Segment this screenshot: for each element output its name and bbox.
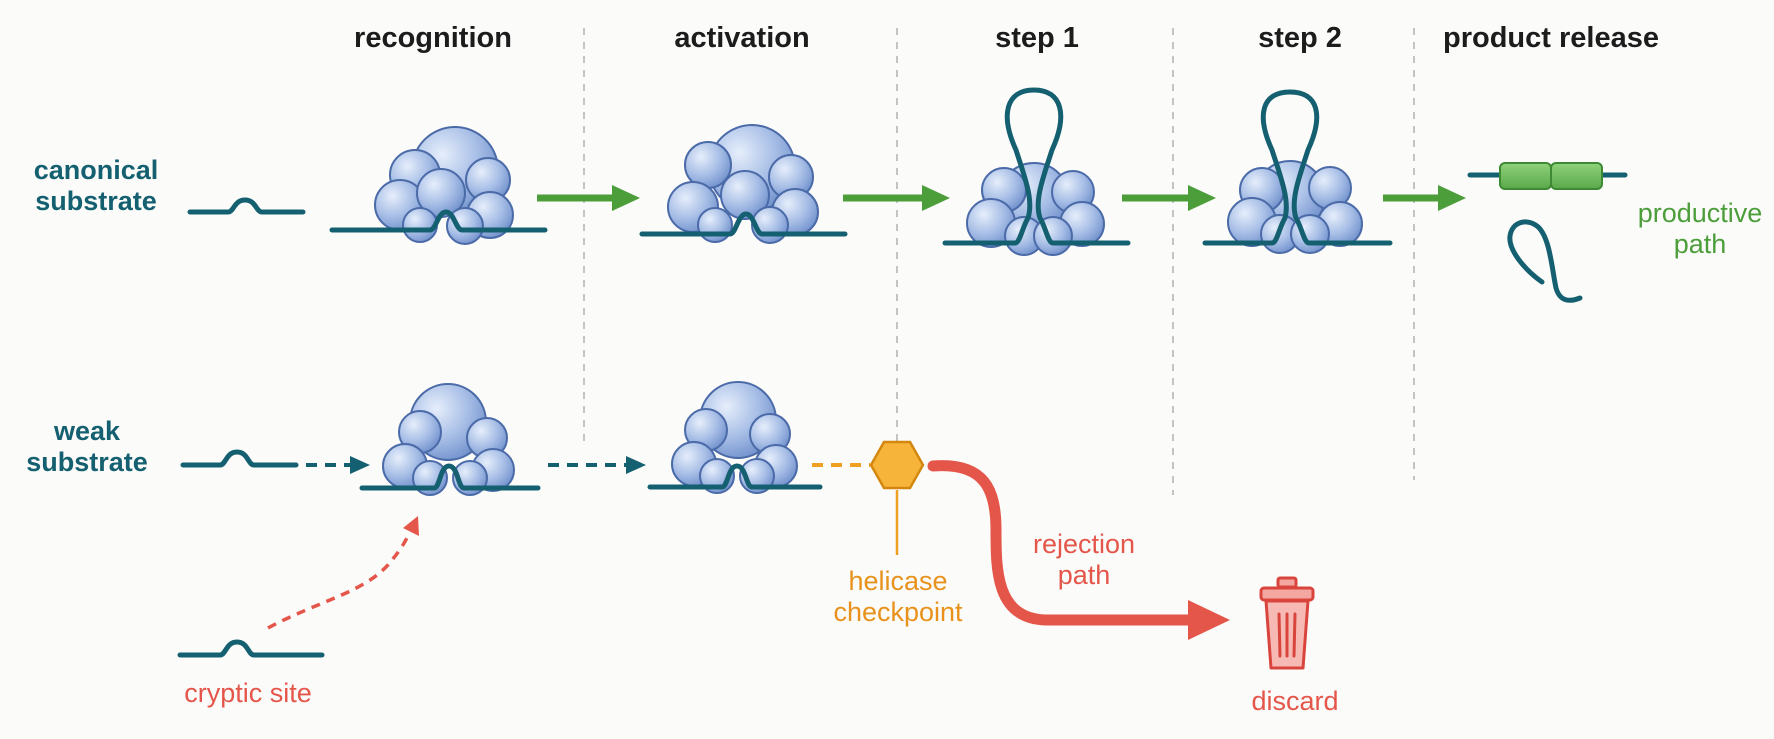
stage-header-step-2: step 2 [1258, 22, 1342, 54]
step1-rna-lariat [942, 87, 1131, 246]
weak-activation-rna [647, 463, 823, 490]
cryptic-arrowhead [403, 516, 419, 536]
recognition-complex [374, 126, 514, 245]
row-label-canonical: canonical substrate [33, 155, 159, 217]
stage-header-product-release: product release [1443, 22, 1659, 54]
productive-path-label: productive path [1637, 198, 1763, 260]
rejection-path-label: rejection path [1032, 529, 1136, 591]
exon-1 [1499, 162, 1552, 190]
rejection-arrow [927, 460, 1198, 626]
rejection-arrowhead [1188, 600, 1230, 640]
stage-header-recognition: recognition [354, 22, 512, 54]
exon-2 [1550, 162, 1603, 190]
step2-rna-lariat [1202, 89, 1393, 246]
weak-dashed-arrows [306, 456, 646, 474]
trash-can-icon [1259, 576, 1315, 670]
canonical-free-substrate [187, 197, 306, 215]
weak-activation-complex [671, 381, 798, 494]
productive-arrows [537, 185, 1466, 211]
recognition-rna [329, 209, 548, 233]
weak-free-substrate [180, 449, 299, 468]
step2-complex [1227, 160, 1363, 254]
weak-arrow-2 [548, 456, 646, 474]
helicase-checkpoint-label: helicase checkpoint [833, 566, 963, 628]
stage-dividers [583, 28, 1415, 495]
row-label-weak: weak substrate [26, 416, 148, 478]
stage-header-activation: activation [674, 22, 810, 54]
weak-recognition-rna [359, 463, 541, 491]
arrow-step1-step2 [1122, 185, 1216, 211]
weak-recognition-complex [382, 383, 515, 496]
cryptic-dashed-arrow [267, 531, 412, 630]
weak-arrow-1 [306, 456, 370, 474]
hexagon-icon [869, 440, 925, 490]
discard-label: discard [1251, 686, 1339, 716]
arrow-recognition-activation [537, 185, 640, 211]
released-lariat [1507, 219, 1583, 303]
cryptic-substrate [177, 639, 325, 658]
arrow-activation-step1 [843, 185, 950, 211]
cryptic-site-label: cryptic site [184, 678, 312, 708]
activation-complex [667, 124, 819, 244]
arrow-step2-release [1383, 185, 1466, 211]
stage-header-step-1: step 1 [995, 22, 1079, 54]
activation-rna [639, 211, 848, 237]
mrna-product [1467, 162, 1628, 190]
